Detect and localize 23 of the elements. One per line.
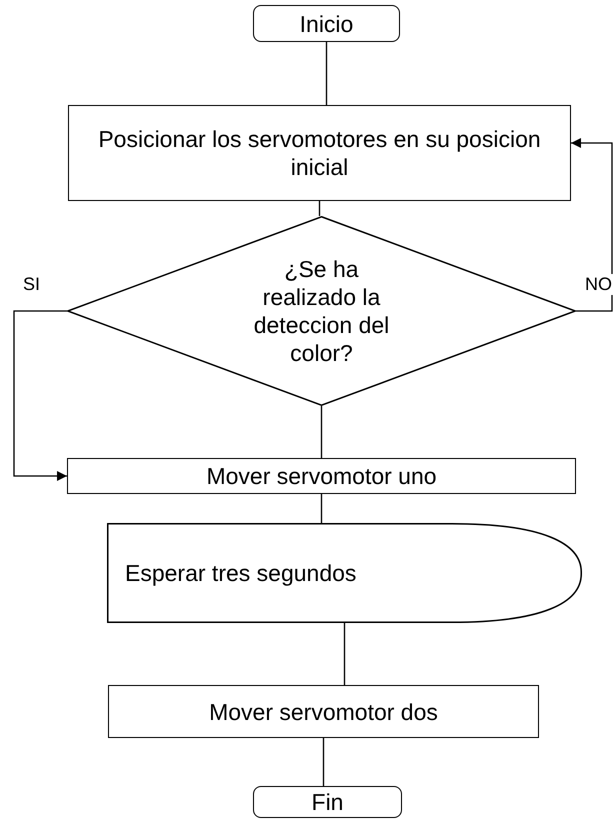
terminal-box xyxy=(253,5,400,42)
decision-diamond xyxy=(67,216,576,406)
process-box xyxy=(68,105,571,201)
connector xyxy=(344,623,346,685)
node-label: Mover servomotor uno xyxy=(206,462,437,490)
node-label: Esperar tres segundos xyxy=(125,559,356,587)
connector xyxy=(326,42,328,105)
edge-label: NO xyxy=(584,274,613,295)
delay-shape xyxy=(107,523,582,623)
connector xyxy=(322,738,324,786)
node-label: Fin xyxy=(312,788,344,816)
node-label: Posicionar los servomotores en su posicion inicial xyxy=(97,125,542,181)
connector xyxy=(318,201,320,216)
node-label: Mover servomotor dos xyxy=(209,698,438,726)
terminal-box xyxy=(253,786,402,818)
node-label: Inicio xyxy=(300,10,354,38)
process-box xyxy=(108,685,539,738)
connector xyxy=(13,310,67,481)
connector xyxy=(571,138,613,312)
connector xyxy=(320,406,322,458)
node-label: ¿Se ha realizado la deteccion del color? xyxy=(252,255,390,367)
connector xyxy=(320,494,322,523)
process-box xyxy=(67,458,576,494)
